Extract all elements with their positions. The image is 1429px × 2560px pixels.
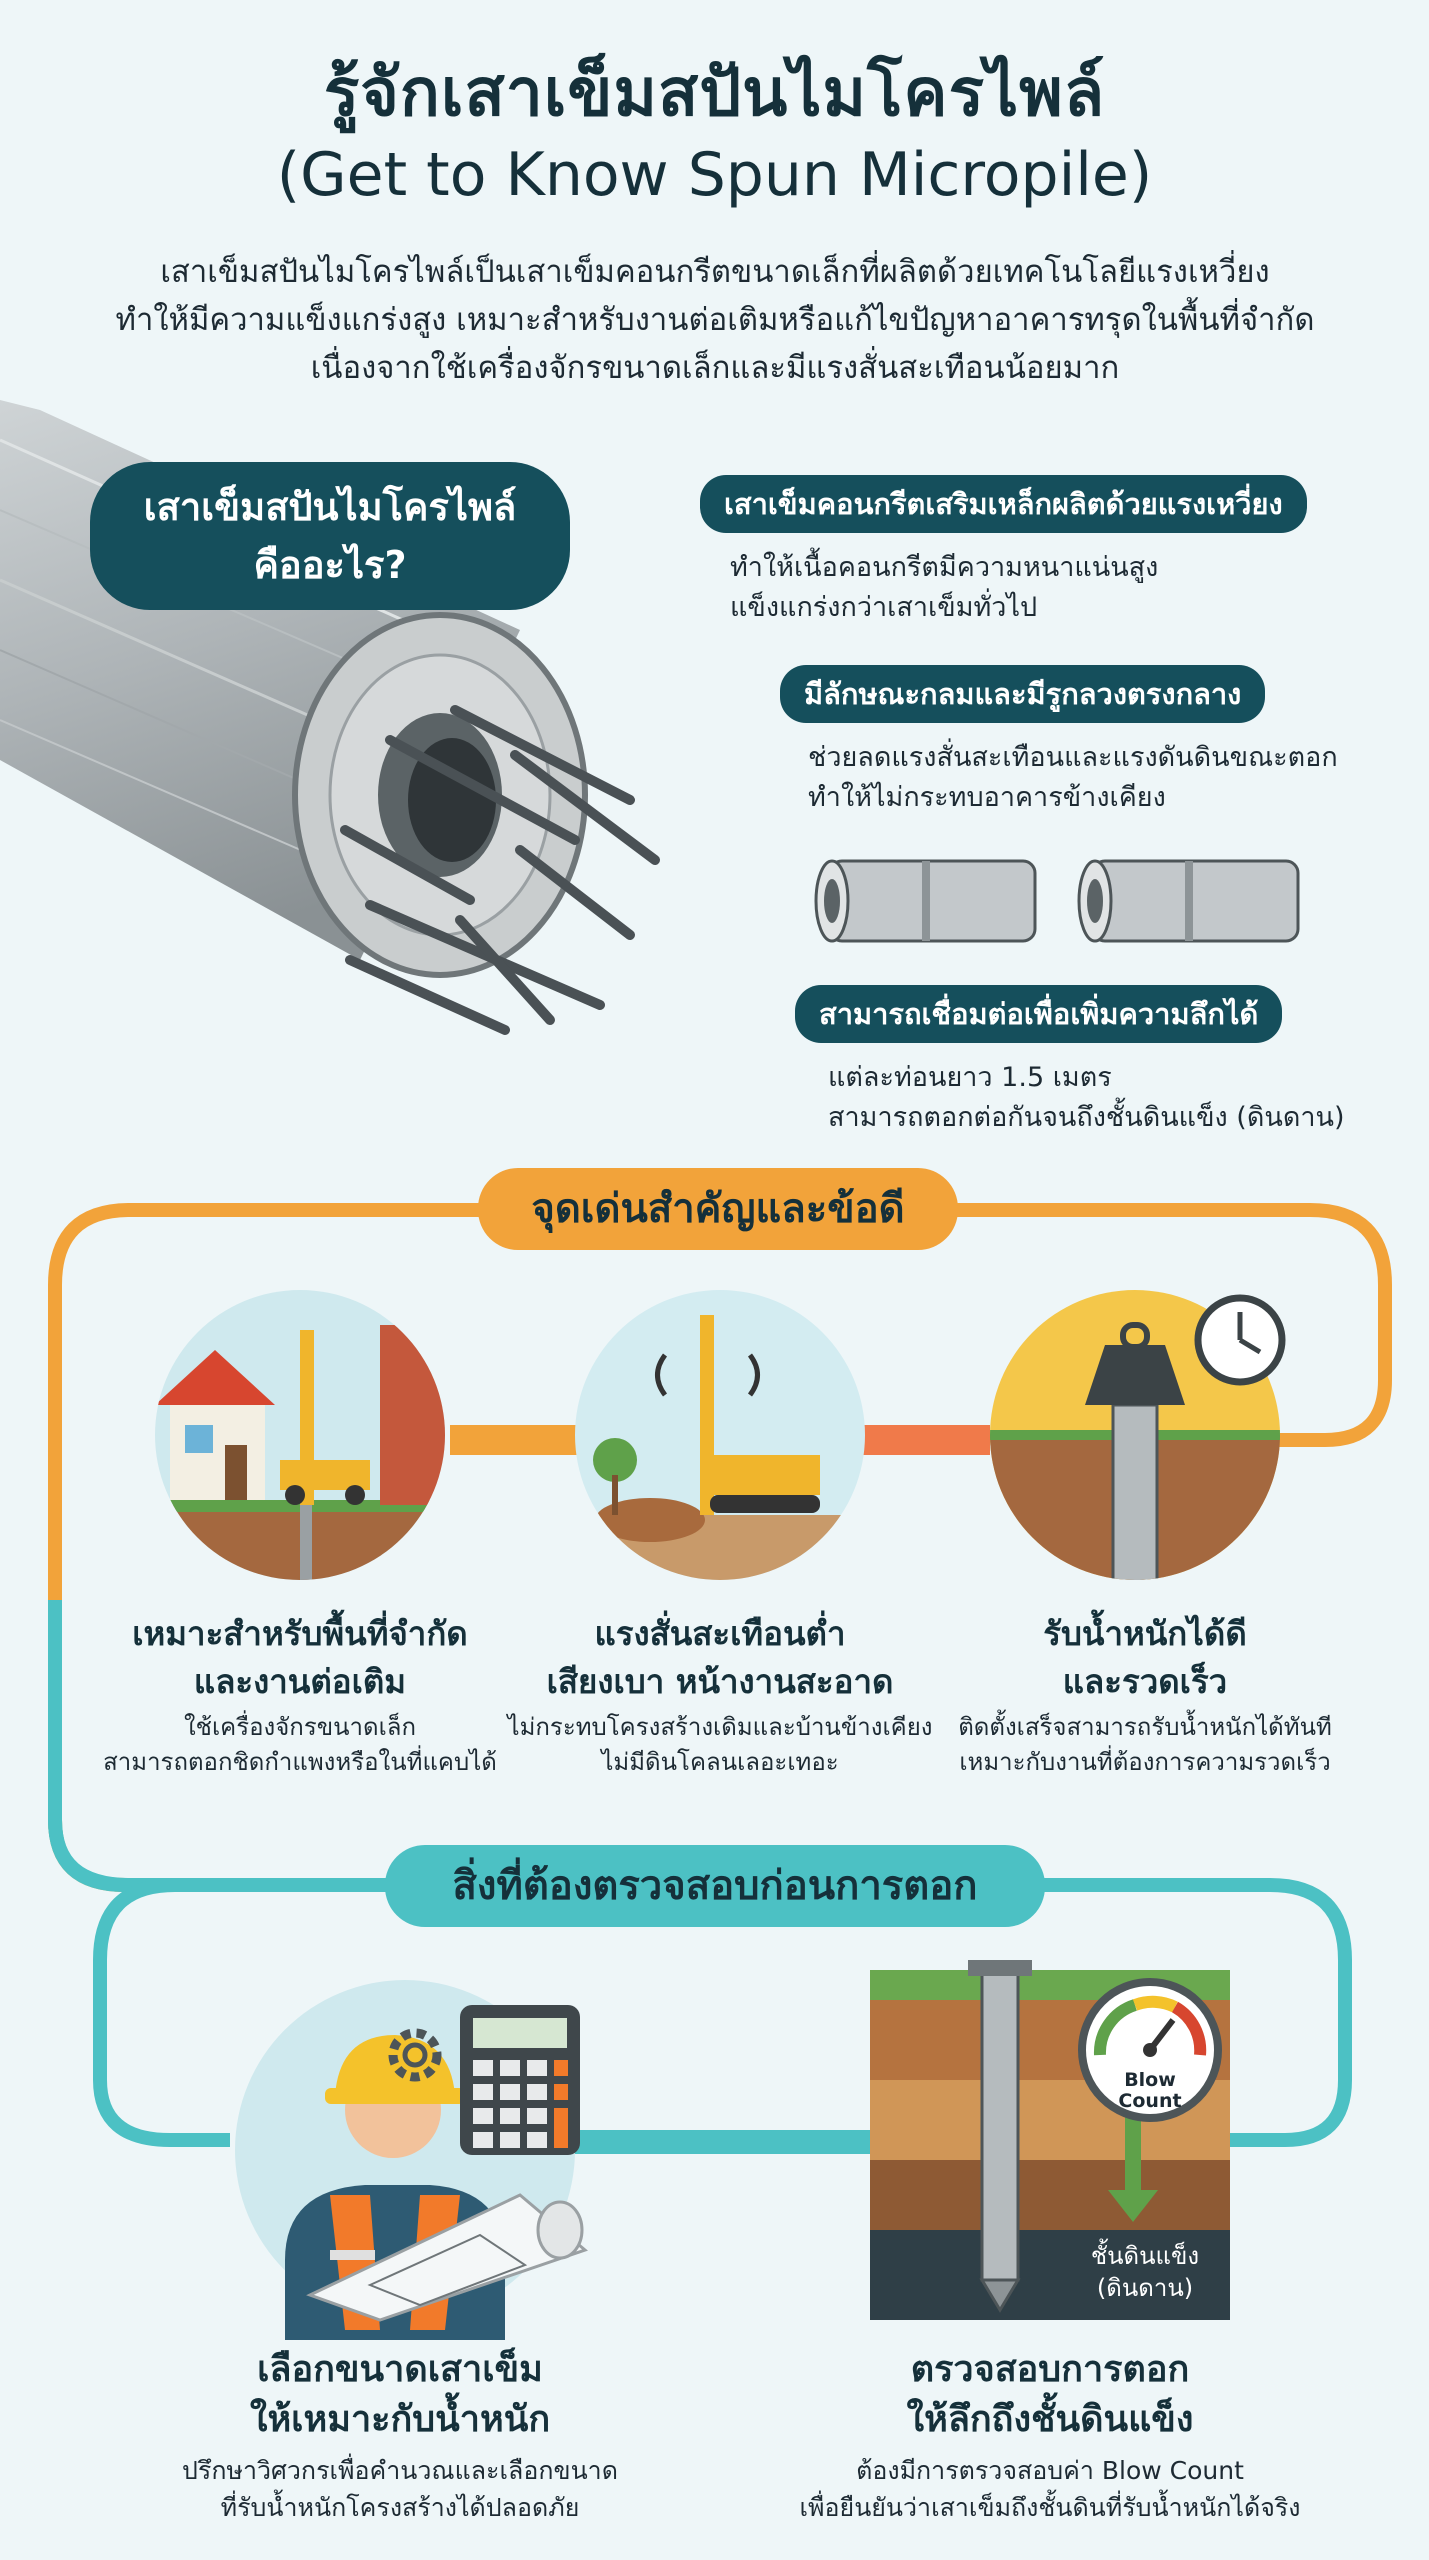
calculator-icon [460,2005,580,2155]
feature-label: สามารถเชื่อมต่อเพื่อเพิ่มความลึกได้ [795,985,1283,1043]
flow-connector [48,1203,1392,2154]
advantage-desc: ติดตั้งเสร็จสามารถรับน้ำหนักได้ทันที เหม… [958,1713,1332,1776]
soil-layers-icon [870,1960,1230,2320]
clock-icon [1194,1294,1286,1386]
blueprint-icon [306,2193,588,2322]
feature-label: เสาเข็มคอนกรีตเสริมเหล็กผลิตด้วยแรงเหวี่… [700,475,1307,533]
gauge-label: Blow Count [1118,2069,1182,2112]
feature-desc: ทำให้เนื้อคอนกรีตมีความหนาแน่นสูง แข็งแก… [730,552,1159,623]
pile-driver-icon [575,1290,865,1580]
advantage-desc: ไม่กระทบโครงสร้างเดิมและบ้านข้างเคียง ไม… [507,1713,933,1776]
gear-icon [388,2028,442,2082]
page-title: รู้จักเสาเข็มสปันไมโครไพล์ [323,54,1106,131]
check-desc: ปรึกษาวิศวกรเพื่อคำนวณและเลือกขนาด ที่รั… [182,2456,618,2522]
feature-label: มีลักษณะกลมและมีรูกลวงตรงกลาง [780,665,1266,723]
intro-line: เนื่องจากใช้เครื่องจักรขนาดเล็กและมีแรงส… [310,350,1120,386]
gauge-icon [1078,1978,1222,2122]
soil-label: ชั้นดินแข็ง (ดินดาน) [1090,2242,1200,2302]
page-subtitle: (Get to Know Spun Micropile) [276,140,1153,210]
house-construction-icon [155,1290,445,1580]
checks-heading: สิ่งที่ต้องตรวจสอบก่อนการตอก [385,1845,1045,1927]
intro-line: เสาเข็มสปันไมโครไพล์เป็นเสาเข็มคอนกรีตขน… [160,254,1270,290]
advantage-title: แรงสั่นสะเทือนต่ำ เสียงเบา หน้างานสะอาด [546,1614,894,1701]
pile-segment-icon [1077,859,1300,943]
check-title: เลือกขนาดเสาเข็ม ให้เหมาะกับน้ำหนัก [249,2349,551,2440]
pile-segment-icon [814,859,1037,943]
advantage-title: เหมาะสำหรับพื้นที่จำกัด และงานต่อเติม [132,1614,468,1701]
what-is-label: เสาเข็มสปันไมโครไพล์ คืออะไร? [90,462,570,610]
intro-line: ทำให้มีความแข็งแกร่งสูง เหมาะสำหรับงานต่… [115,302,1315,338]
advantage-title: รับน้ำหนักได้ดี และรวดเร็ว [1043,1614,1247,1701]
advantage-desc: ใช้เครื่องจักรขนาดเล็ก สามารถตอกชิดกำแพง… [103,1713,497,1776]
feature-desc: แต่ละท่อนยาว 1.5 เมตร สามารถตอกต่อกันจนถ… [828,1062,1345,1133]
advantages-heading: จุดเด่นสำคัญและข้อดี [478,1168,958,1250]
intro-paragraph: เสาเข็มสปันไมโครไพล์เป็นเสาเข็มคอนกรีตขน… [90,248,1340,392]
weight-pile-icon [990,1290,1280,1580]
feature-desc: ช่วยลดแรงสั่นสะเทือนและแรงดันดินขณะตอก ท… [808,742,1338,813]
check-desc: ต้องมีการตรวจสอบค่า Blow Count เพื่อยืนย… [799,2456,1301,2522]
check-title: ตรวจสอบการตอก ให้ลึกถึงชั้นดินแข็ง [906,2349,1194,2440]
